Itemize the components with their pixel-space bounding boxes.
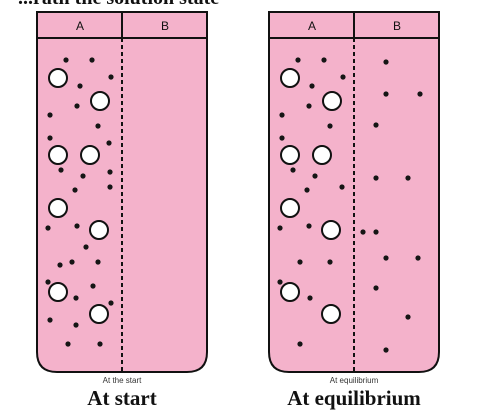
left-small-particle — [65, 341, 71, 347]
right-small-particle — [340, 74, 346, 80]
right-small-particle — [327, 123, 333, 129]
left-small-particle — [108, 74, 114, 80]
left-large-particle — [48, 68, 68, 88]
right-small-particle — [373, 229, 379, 235]
right-small-particle — [297, 341, 303, 347]
left-small-particle — [77, 83, 83, 89]
right-large-particle — [321, 220, 341, 240]
left-small-particle — [57, 262, 63, 268]
right-small-particle — [383, 59, 389, 65]
right-small-particle — [383, 91, 389, 97]
left-small-particle — [45, 225, 51, 231]
right-small-particle — [304, 187, 310, 193]
right-small-particle — [405, 314, 411, 320]
left-small-particle — [97, 341, 103, 347]
left-small-particle — [63, 57, 69, 63]
right-large-particle — [312, 145, 332, 165]
left-small-particle — [74, 223, 80, 229]
left-small-particles — [45, 57, 114, 347]
right-container: A B — [268, 11, 440, 373]
left-small-particle — [106, 140, 112, 146]
right-small-particle — [295, 57, 301, 63]
right-large-particle — [280, 282, 300, 302]
right-large-particle — [280, 145, 300, 165]
right-small-particle — [279, 112, 285, 118]
left-label-b: B — [161, 19, 169, 33]
right-large-particle — [280, 198, 300, 218]
right-small-particle — [360, 229, 366, 235]
right-small-particle — [277, 279, 283, 285]
left-small-particle — [73, 295, 79, 301]
right-label-a: A — [308, 19, 316, 33]
right-small-particle — [290, 167, 296, 173]
right-small-particle — [312, 173, 318, 179]
right-caption: At equilibrium — [287, 386, 421, 410]
left-label-a: A — [76, 19, 84, 33]
right-label-b: B — [393, 19, 401, 33]
left-large-particle — [48, 282, 68, 302]
right-large-particle — [321, 304, 341, 324]
right-small-particle — [277, 225, 283, 231]
right-small-particle — [373, 122, 379, 128]
left-small-particle — [74, 103, 80, 109]
right-large-particle — [280, 68, 300, 88]
left-small-particle — [95, 123, 101, 129]
right-small-caption: At equilibrium — [329, 376, 379, 385]
right-large-particle — [322, 91, 342, 111]
right-small-particle — [309, 83, 315, 89]
left-small-particle — [107, 184, 113, 190]
left-large-particles — [48, 68, 110, 324]
left-small-particle — [80, 173, 86, 179]
left-small-particle — [108, 300, 114, 306]
right-small-particles — [277, 57, 423, 353]
left-small-particle — [45, 279, 51, 285]
left-large-particle — [89, 220, 109, 240]
left-small-particle — [47, 317, 53, 323]
right-small-particle — [373, 175, 379, 181]
right-small-particle — [383, 255, 389, 261]
left-container: A B — [36, 11, 208, 373]
right-small-particle — [279, 135, 285, 141]
right-small-particle — [321, 57, 327, 63]
right-small-particle — [415, 255, 421, 261]
left-small-caption: At the start — [102, 376, 142, 385]
left-small-particle — [107, 169, 113, 175]
left-small-particle — [72, 187, 78, 193]
left-small-particle — [83, 244, 89, 250]
left-small-particle — [69, 259, 75, 265]
left-large-particle — [90, 91, 110, 111]
left-small-particle — [73, 322, 79, 328]
right-small-particle — [307, 295, 313, 301]
left-small-particle — [47, 135, 53, 141]
left-small-particle — [58, 167, 64, 173]
right-small-particle — [405, 175, 411, 181]
right-small-particle — [417, 91, 423, 97]
left-small-particle — [95, 259, 101, 265]
left-large-particle — [89, 304, 109, 324]
right-large-particles — [280, 68, 342, 324]
right-small-particle — [373, 285, 379, 291]
left-small-particle — [89, 57, 95, 63]
left-small-particle — [90, 283, 96, 289]
right-small-particle — [297, 259, 303, 265]
cropped-heading-text: ...rath the solution state — [0, 0, 477, 10]
right-small-particle — [306, 103, 312, 109]
left-large-particle — [80, 145, 100, 165]
right-small-particle — [327, 259, 333, 265]
right-small-particle — [383, 347, 389, 353]
left-caption: At start — [87, 386, 157, 410]
left-large-particle — [48, 145, 68, 165]
left-small-particle — [47, 112, 53, 118]
right-small-particle — [306, 223, 312, 229]
left-large-particle — [48, 198, 68, 218]
right-small-particle — [339, 184, 345, 190]
